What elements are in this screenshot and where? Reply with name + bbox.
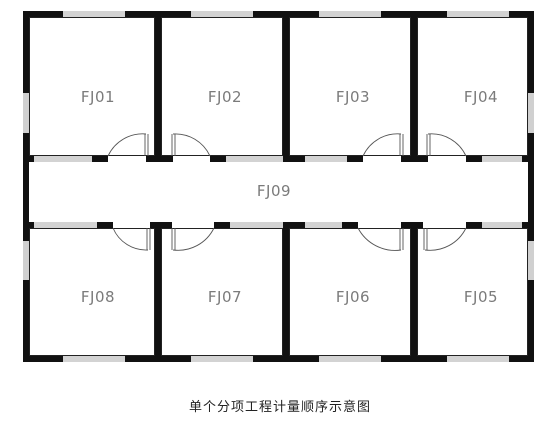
window-corridor (34, 222, 97, 228)
window-corridor (34, 156, 92, 162)
door (357, 227, 404, 251)
room-outline (29, 17, 155, 156)
wall-corridor-top (23, 156, 34, 162)
door (112, 227, 151, 251)
room-outline (417, 17, 528, 156)
room-labels: FJ01 FJ02 FJ03 FJ04 FJ09 FJ08 FJ07 FJ06 … (81, 88, 498, 306)
wall-left-seg (23, 280, 29, 362)
windows (23, 11, 534, 362)
window-top (319, 11, 381, 17)
wall-right-seg (528, 280, 534, 362)
door (426, 133, 467, 157)
room-label-fj07: FJ07 (208, 288, 242, 306)
door (171, 227, 215, 251)
window-corridor (482, 222, 522, 228)
wall-right-seg (528, 133, 534, 241)
window-corridor (305, 156, 347, 162)
wall-corridor-bottom (522, 222, 534, 228)
window-top (447, 11, 509, 17)
window-bottom (319, 356, 381, 362)
wall-top-seg (23, 11, 63, 17)
wall-left-seg (23, 11, 29, 93)
room-outline (161, 228, 283, 356)
wall-corridor-top (283, 156, 305, 162)
wall-left-seg (23, 133, 29, 241)
window-corridor (482, 156, 522, 162)
wall-partition (155, 11, 161, 162)
window-top (191, 11, 253, 17)
room-outlines (29, 17, 528, 356)
window-corridor (230, 222, 283, 228)
wall-partition (411, 11, 417, 162)
door (171, 133, 211, 157)
wall-corridor-top (401, 156, 428, 162)
window-right (528, 93, 534, 133)
room-label-fj04: FJ04 (464, 88, 498, 106)
wall-partition (283, 222, 289, 362)
wall-corridor-bottom (23, 222, 34, 228)
door (107, 133, 149, 157)
room-label-fj08: FJ08 (81, 288, 115, 306)
door (423, 227, 467, 251)
wall-corridor-top (146, 156, 173, 162)
room-label-fj01: FJ01 (81, 88, 115, 106)
wall-bottom-seg (23, 356, 63, 362)
window-left (23, 93, 29, 133)
window-bottom (447, 356, 509, 362)
window-bottom (63, 356, 125, 362)
door (362, 133, 404, 157)
wall-corridor-bottom (150, 222, 172, 228)
wall-partition (155, 222, 161, 362)
wall-corridor-top (347, 156, 363, 162)
wall-corridor-bottom (97, 222, 113, 228)
walls (23, 11, 534, 362)
room-label-fj09: FJ09 (257, 182, 291, 200)
wall-corridor-top (92, 156, 108, 162)
room-label-fj02: FJ02 (208, 88, 242, 106)
window-corridor (305, 222, 342, 228)
doors (107, 133, 467, 251)
wall-top-seg (509, 11, 534, 17)
wall-corridor-bottom (466, 222, 482, 228)
room-outline (289, 17, 411, 156)
wall-corridor-bottom (214, 222, 230, 228)
wall-partition (283, 11, 289, 162)
wall-bottom-seg (509, 356, 534, 362)
diagram-caption: 单个分项工程计量顺序示意图 (188, 400, 371, 415)
room-outline (289, 228, 411, 356)
window-left (23, 241, 29, 280)
wall-corridor-bottom (342, 222, 358, 228)
wall-corridor-top (522, 156, 534, 162)
room-label-fj05: FJ05 (464, 288, 498, 306)
window-bottom (191, 356, 253, 362)
window-right (528, 241, 534, 280)
wall-corridor-bottom (283, 222, 305, 228)
room-label-fj06: FJ06 (336, 288, 370, 306)
window-corridor (226, 156, 283, 162)
wall-corridor-bottom (401, 222, 423, 228)
wall-corridor-top (466, 156, 482, 162)
wall-corridor-top (210, 156, 226, 162)
room-label-fj03: FJ03 (336, 88, 370, 106)
room-outline (417, 228, 528, 356)
room-outline (29, 228, 155, 356)
room-outline (161, 17, 283, 156)
wall-partition (411, 222, 417, 362)
window-top (63, 11, 125, 17)
wall-right-seg (528, 11, 534, 93)
